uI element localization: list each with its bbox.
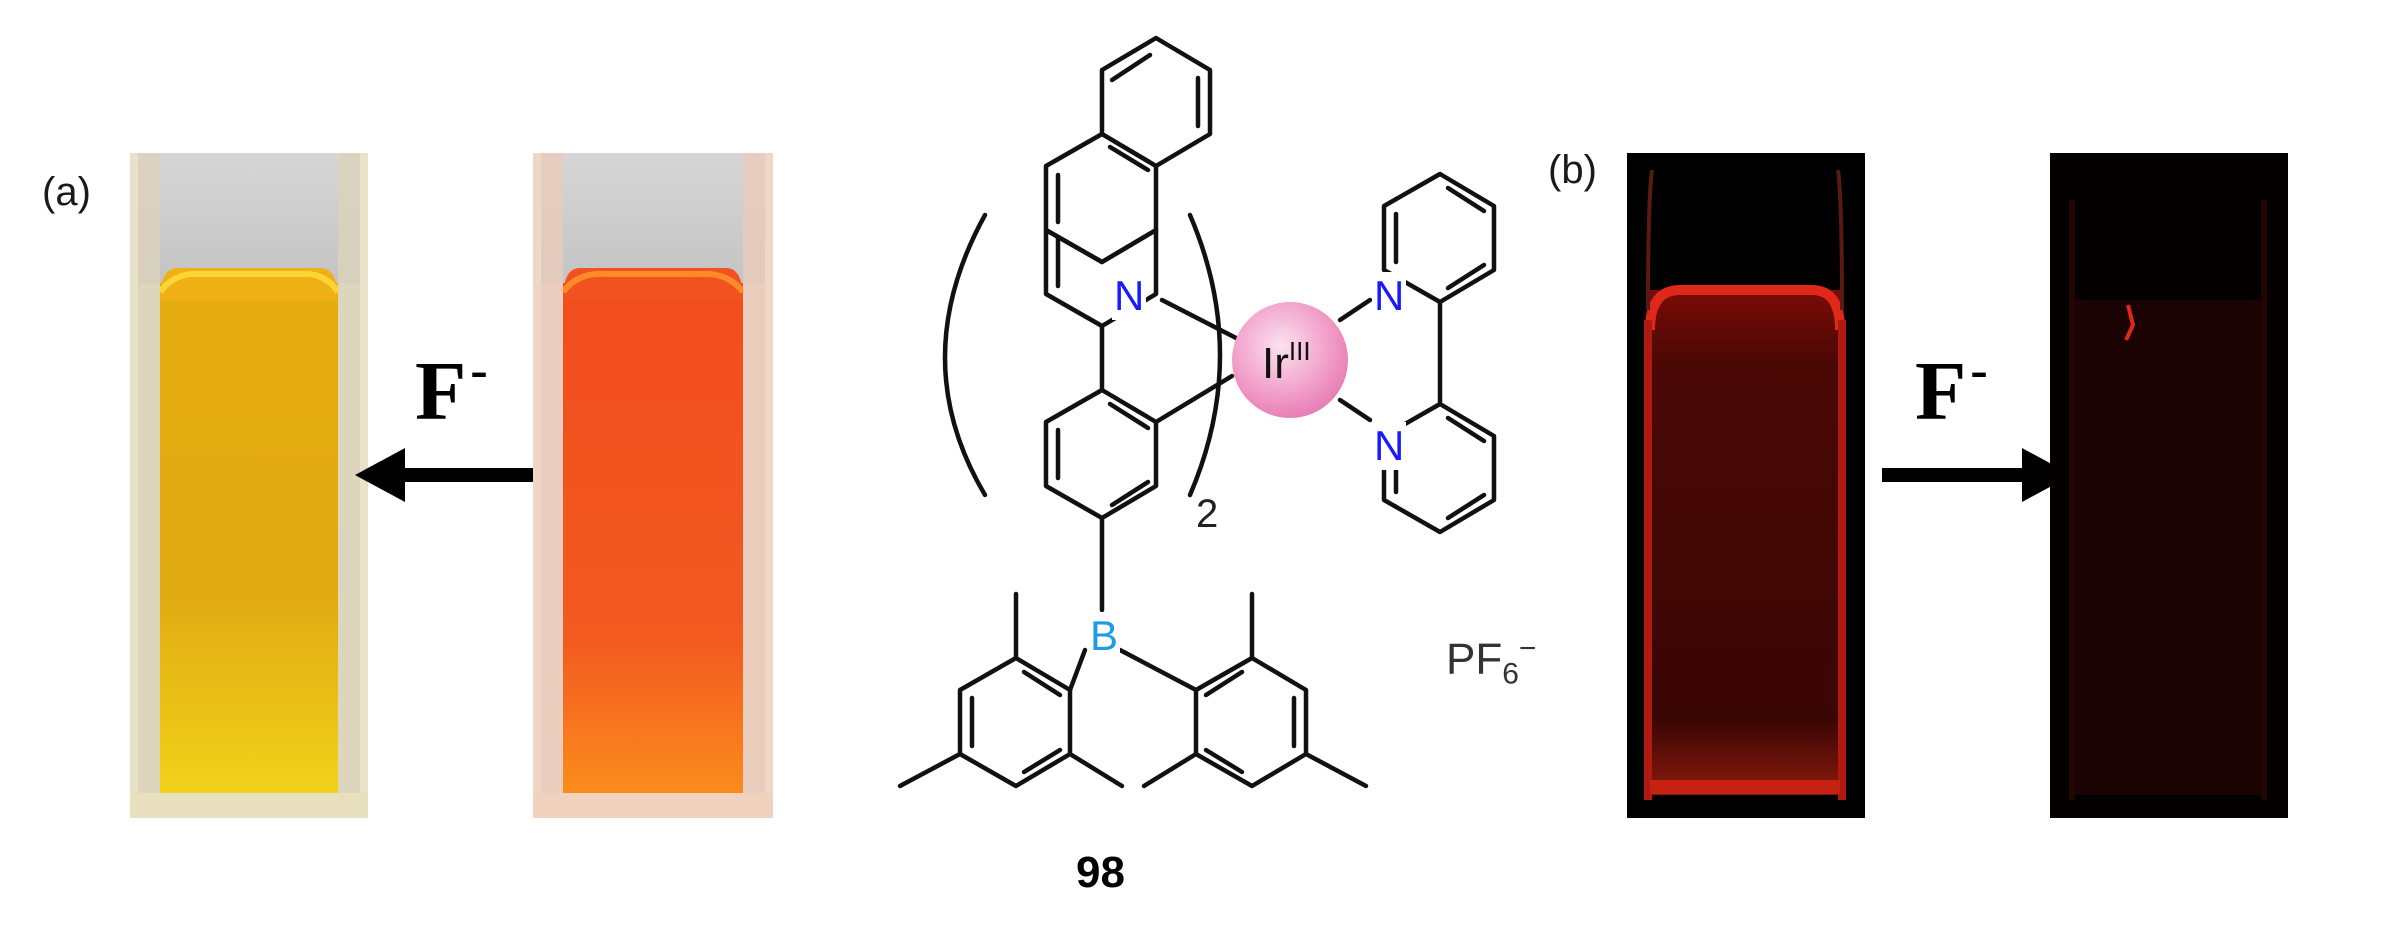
- ligand-count: 2: [1196, 492, 1219, 536]
- fluoride-label-b: F-: [1915, 342, 1988, 438]
- panel-b-label: (b): [1548, 148, 1597, 192]
- arrow-left: [355, 448, 535, 502]
- iridium-center: [1232, 302, 1348, 418]
- counterion-label: PF6−: [1446, 632, 1537, 691]
- iridium-label: IrIII: [1262, 336, 1311, 388]
- arrow-right: [1882, 448, 2072, 502]
- compound-number: 98: [1076, 848, 1125, 897]
- boron-atom: B: [1088, 612, 1121, 660]
- cuvette-dark: [2050, 153, 2288, 818]
- chemical-structure: [897, 35, 1497, 789]
- cuvette-orange: [533, 153, 773, 818]
- nitrogen-quinoline: N: [1112, 272, 1147, 320]
- nitrogen-bipy-lower: N: [1372, 422, 1407, 470]
- nitrogen-bipy-upper: N: [1372, 272, 1407, 320]
- panel-a-label: (a): [42, 170, 91, 214]
- fluoride-label-a: F-: [415, 342, 488, 438]
- cuvette-red-emission: [1627, 153, 1865, 818]
- cuvette-yellow: [130, 153, 368, 818]
